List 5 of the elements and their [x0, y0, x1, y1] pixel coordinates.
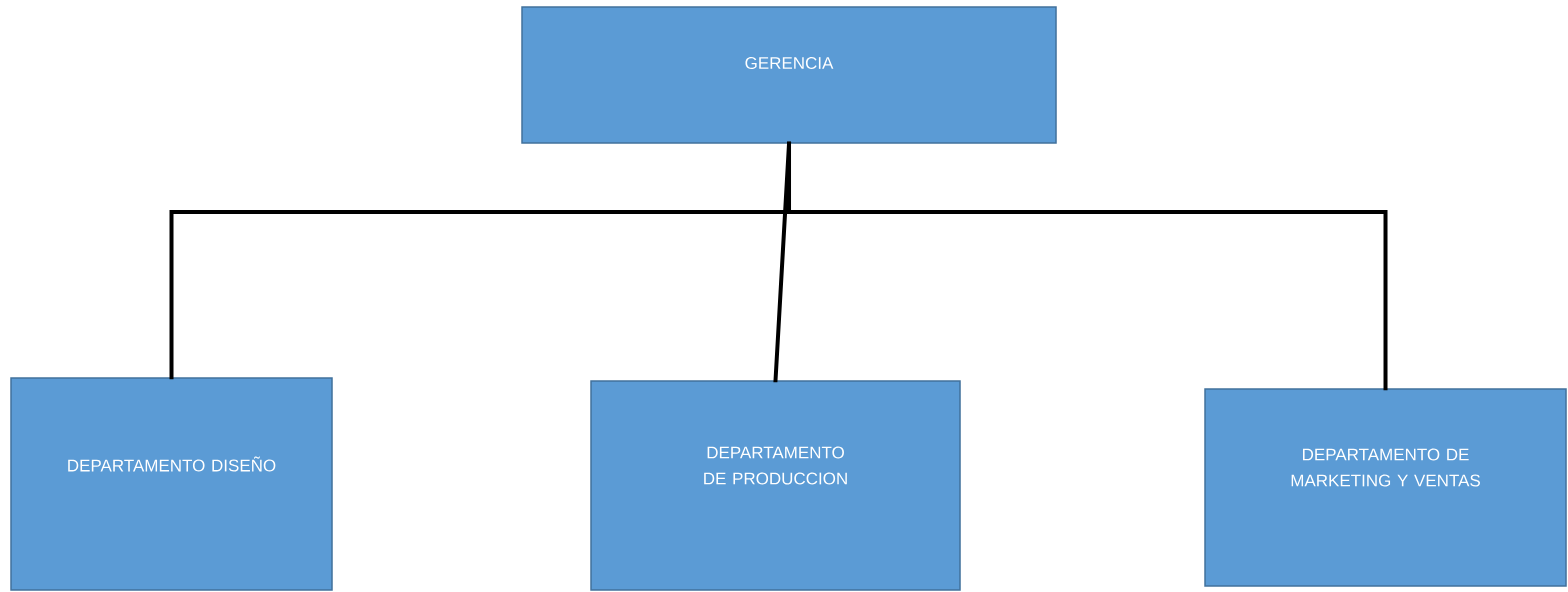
org-box: DEPARTAMENTO DE PRODUCCION: [590, 380, 961, 591]
org-box: GERENCIA: [521, 6, 1057, 144]
org-box: DEPARTAMENTO DE MARKETING Y VENTAS: [1204, 388, 1567, 587]
connector-line: [787, 141, 1388, 391]
org-box: DEPARTAMENTO DISEÑO: [10, 377, 333, 591]
